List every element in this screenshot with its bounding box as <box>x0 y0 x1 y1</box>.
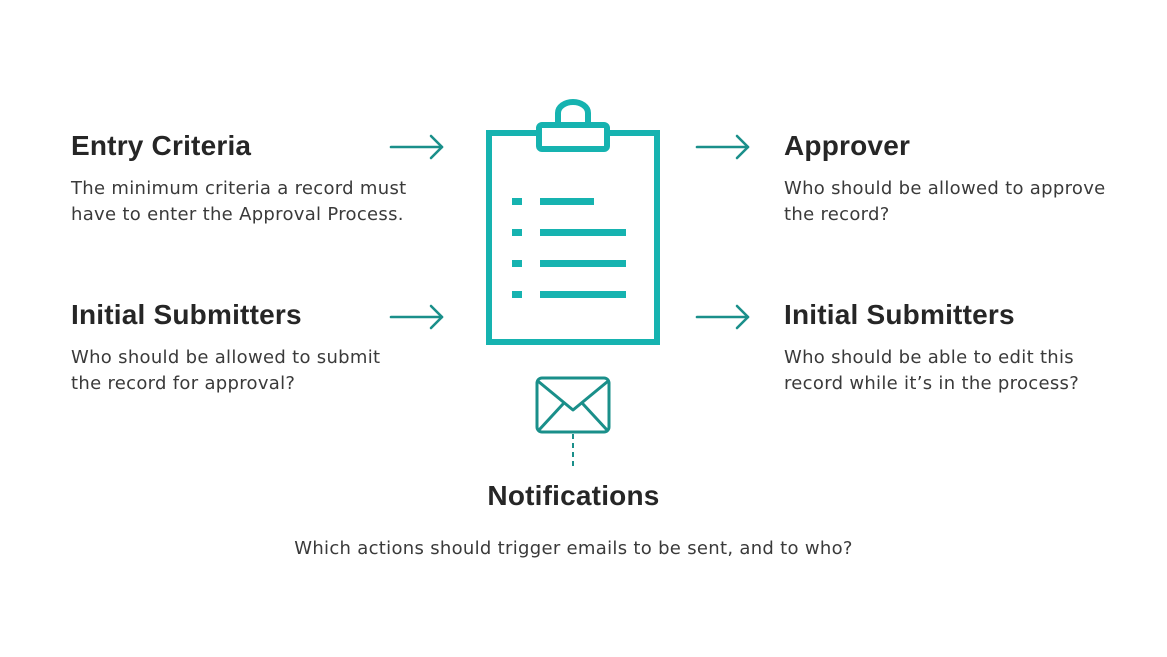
initial-submitters-left-line-1: Who should be allowed to submit <box>71 347 381 368</box>
entry-criteria-line-2: have to enter the Approval Process. <box>71 204 404 225</box>
envelope-icon <box>535 376 611 468</box>
arrow-right-icon <box>695 304 750 330</box>
clipboard-icon <box>486 99 660 345</box>
initial-submitters-right-line-2: record while it’s in the process? <box>784 373 1080 394</box>
approver-block: Approver Who should be allowed to approv… <box>784 130 1144 228</box>
arrow-right-icon <box>389 134 444 160</box>
initial-submitters-left-description: Who should be allowed to submit the reco… <box>71 345 411 397</box>
notifications-block: Notifications Which actions should trigg… <box>240 480 907 562</box>
entry-criteria-title: Entry Criteria <box>71 130 252 161</box>
entry-criteria-block: Entry Criteria The minimum criteria a re… <box>71 130 431 228</box>
entry-criteria-description: The minimum criteria a record must have … <box>71 176 431 228</box>
initial-submitters-left-block: Initial Submitters Who should be allowed… <box>71 299 411 397</box>
initial-submitters-right-title: Initial Submitters <box>784 299 1015 330</box>
initial-submitters-left-line-2: the record for approval? <box>71 373 296 394</box>
initial-submitters-right-block: Initial Submitters Who should be able to… <box>784 299 1144 397</box>
entry-criteria-line-1: The minimum criteria a record must <box>71 178 407 199</box>
notifications-description: Which actions should trigger emails to b… <box>294 538 853 559</box>
arrow-right-icon <box>695 134 750 160</box>
approver-description: Who should be allowed to approve the rec… <box>784 176 1144 228</box>
approver-line-2: the record? <box>784 204 890 225</box>
notifications-title: Notifications <box>487 480 660 511</box>
initial-submitters-right-description: Who should be able to edit this record w… <box>784 345 1144 397</box>
approver-title: Approver <box>784 130 911 161</box>
initial-submitters-right-line-1: Who should be able to edit this <box>784 347 1074 368</box>
approver-line-1: Who should be allowed to approve <box>784 178 1106 199</box>
arrow-right-icon <box>389 304 444 330</box>
initial-submitters-left-title: Initial Submitters <box>71 299 302 330</box>
